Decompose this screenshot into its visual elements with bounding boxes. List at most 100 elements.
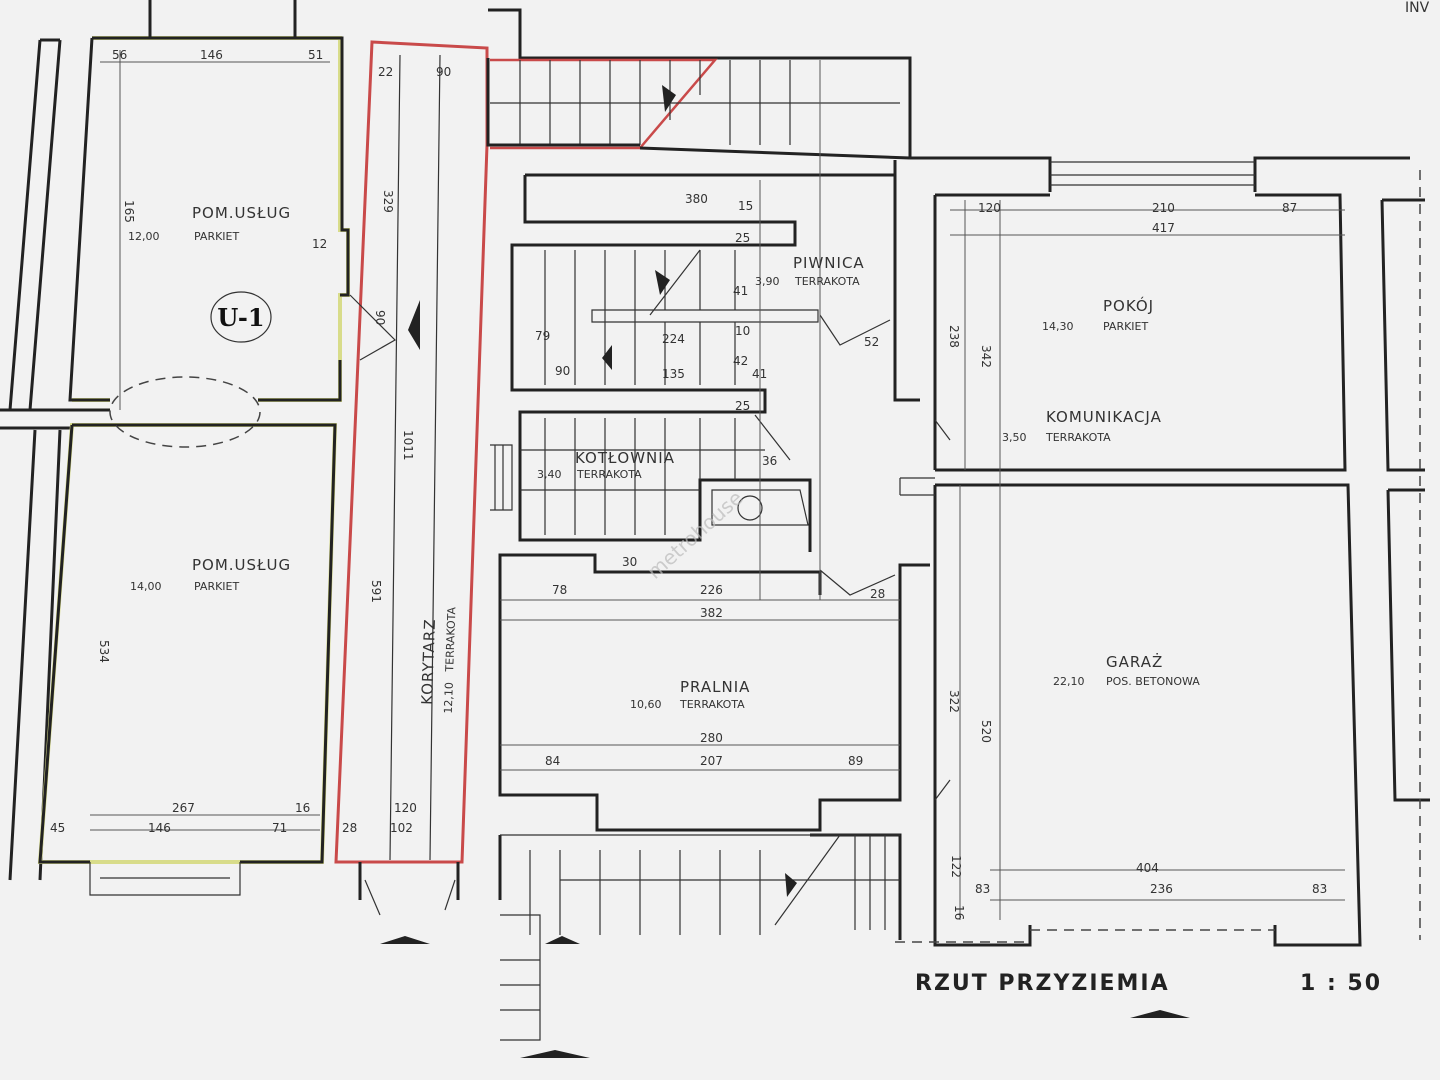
dimension: 42 xyxy=(733,354,748,368)
room-name: GARAŻ xyxy=(1106,652,1163,671)
room-area: 22,10 xyxy=(1053,675,1085,688)
room-name: POKÓJ xyxy=(1103,296,1154,315)
dimension: 90 xyxy=(436,65,451,79)
dimension: 342 xyxy=(979,345,993,368)
entrance-arrow-icon xyxy=(1130,1010,1190,1018)
dimension: 51 xyxy=(308,48,323,62)
dimension: 25 xyxy=(735,399,750,413)
dimension: 28 xyxy=(342,821,357,835)
dimension: 83 xyxy=(1312,882,1327,896)
room-name: POM.USŁUG xyxy=(192,204,291,222)
room-floor: TERRAKOTA xyxy=(576,468,642,481)
top-staircase xyxy=(486,8,912,160)
room-label-komunikacja: KOMUNIKACJA 3,50 TERRAKOTA xyxy=(1002,408,1162,444)
dimension: 28 xyxy=(870,587,885,601)
entry-arrow-icon xyxy=(408,300,420,350)
dimension: 267 xyxy=(172,801,195,815)
dimension: 224 xyxy=(662,332,685,346)
dimension: 122 xyxy=(949,855,963,878)
dimension: 404 xyxy=(1136,861,1159,875)
dimension: 329 xyxy=(381,190,395,213)
dimension: 12 xyxy=(312,237,327,251)
room-floor: TERRAKOTA xyxy=(794,275,860,288)
room-floor: TERRAKOTA xyxy=(443,606,458,673)
entrance-arrows xyxy=(380,936,1190,1058)
room-name: KOMUNIKACJA xyxy=(1046,408,1162,426)
unit-label: U-1 xyxy=(210,291,272,343)
dimension: 520 xyxy=(979,720,993,743)
dimension: 382 xyxy=(700,606,723,620)
room-name: PRALNIA xyxy=(680,678,750,696)
dimension: 417 xyxy=(1152,221,1175,235)
room-area: 3,40 xyxy=(537,468,562,481)
room-area: 12,00 xyxy=(128,230,160,243)
room-area: 14,30 xyxy=(1042,320,1074,333)
room-floor: PARKIET xyxy=(194,580,240,593)
dimension: 71 xyxy=(272,821,287,835)
dimension: 41 xyxy=(733,284,748,298)
room-area: 12,10 xyxy=(442,682,456,714)
dimension-labels: 56 146 51 22 90 165 329 90 12 1011 591 5… xyxy=(50,48,1327,920)
pralnia-block xyxy=(498,553,930,1041)
corner-text: INV xyxy=(1405,0,1430,16)
dimension: 30 xyxy=(622,555,637,569)
stair-arrows-icon xyxy=(602,270,670,370)
dimension: 236 xyxy=(1150,882,1173,896)
dimension: 52 xyxy=(864,335,879,349)
dimension: 207 xyxy=(700,754,723,768)
room-label-piwnica: PIWNICA 3,90 TERRAKOTA xyxy=(755,254,865,288)
room-name: KORYTARZ xyxy=(418,618,439,705)
dimension: 90 xyxy=(373,310,387,325)
dimension: 135 xyxy=(662,367,685,381)
room-area: 3,50 xyxy=(1002,431,1027,444)
dimension: 87 xyxy=(1282,201,1297,215)
dimension: 238 xyxy=(947,325,961,348)
dimension: 226 xyxy=(700,583,723,597)
dimension: 16 xyxy=(295,801,310,815)
dimension: 25 xyxy=(735,231,750,245)
unit-id: U-1 xyxy=(217,303,264,332)
dimension: 102 xyxy=(390,821,413,835)
dimension: 41 xyxy=(752,367,767,381)
room-label-korytarz: KORYTARZ 12,10 TERRAKOTA xyxy=(418,606,458,714)
dimension: 45 xyxy=(50,821,65,835)
dimension: 146 xyxy=(200,48,223,62)
room-area: 10,60 xyxy=(630,698,662,711)
dimension: 83 xyxy=(975,882,990,896)
room-label-kotlownia: KOTŁOWNIA 3,40 TERRAKOTA xyxy=(537,449,675,481)
dimension: 210 xyxy=(1152,201,1175,215)
dimension: 120 xyxy=(978,201,1001,215)
room-floor: TERRAKOTA xyxy=(679,698,745,711)
dimension: 78 xyxy=(552,583,567,597)
dimension: 146 xyxy=(148,821,171,835)
room-label-pokoj: POKÓJ 14,30 PARKIET xyxy=(1042,296,1154,333)
dimension: 534 xyxy=(97,640,111,663)
dimension: 591 xyxy=(369,580,383,603)
room-name: PIWNICA xyxy=(793,254,865,272)
room-floor: TERRAKOTA xyxy=(1045,431,1111,444)
dimension: 79 xyxy=(535,329,550,343)
dimension: 322 xyxy=(947,690,961,713)
room-label-pom-uslug-2: POM.USŁUG 14,00 PARKIET xyxy=(130,556,291,593)
dimension: 89 xyxy=(848,754,863,768)
dimension: 90 xyxy=(555,364,570,378)
room-name: POM.USŁUG xyxy=(192,556,291,574)
dimension: 380 xyxy=(685,192,708,206)
plan-scale: 1 : 50 xyxy=(1300,971,1382,996)
stair-arrow-icon xyxy=(662,85,676,112)
room-name: KOTŁOWNIA xyxy=(575,449,675,467)
dimension: 36 xyxy=(762,454,777,468)
dimension: 16 xyxy=(952,905,966,920)
room-label-pralnia: PRALNIA 10,60 TERRAKOTA xyxy=(630,678,750,711)
dimension: 22 xyxy=(378,65,393,79)
room-label-garaz: GARAŻ 22,10 POS. BETONOWA xyxy=(1053,652,1200,688)
entrance-arrow-icon xyxy=(380,936,430,944)
room-floor: PARKIET xyxy=(194,230,240,243)
dimension: 1011 xyxy=(401,430,415,461)
plan-title: RZUT PRZYZIEMIA xyxy=(915,971,1170,996)
dimension: 15 xyxy=(738,199,753,213)
dimension: 10 xyxy=(735,324,750,338)
stair-arrow-icon xyxy=(785,873,797,897)
dimension: 56 xyxy=(112,48,127,62)
